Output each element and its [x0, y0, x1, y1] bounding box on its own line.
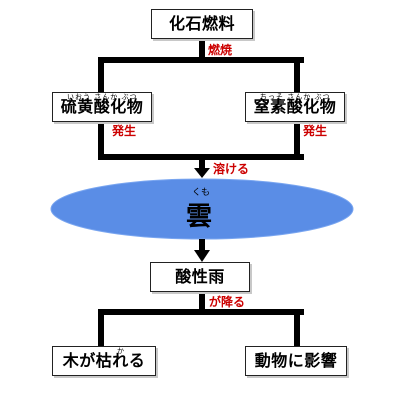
nitrogen-oxide-label: 窒素酸化物	[253, 97, 337, 116]
connector-fuel-split	[98, 57, 304, 63]
sulfur-oxide-box: いおう さんか ぶつ 硫黄酸化物	[52, 92, 152, 122]
animal-impact-label: 動物に影響	[254, 351, 338, 370]
connector-right-down	[294, 120, 300, 160]
connector-bottom-left-drop	[98, 309, 104, 349]
connector-rain-split	[98, 309, 304, 315]
falls-label: が降る	[209, 295, 246, 309]
sulfur-oxide-ruby: いおう さんか ぶつ	[67, 93, 138, 101]
acid-rain-box: 酸性雨	[150, 262, 250, 292]
generation-left-label: 発生	[112, 124, 137, 138]
arrow-to-cloud	[194, 168, 210, 178]
connector-merge-stem	[199, 154, 205, 170]
arrow-to-acid-rain	[194, 250, 210, 262]
trees-wither-label: 木が枯れる	[62, 351, 146, 370]
connector-right-drop	[294, 57, 300, 95]
acid-rain-label: 酸性雨	[175, 267, 225, 286]
animal-impact-box: 動物に影響	[245, 346, 347, 376]
cloud-ruby: くも	[192, 188, 211, 198]
connector-left-drop	[98, 57, 104, 95]
sulfur-oxide-label: 硫黄酸化物	[60, 97, 144, 116]
connector-bottom-right-drop	[294, 309, 300, 349]
trees-wither-ruby: か	[117, 347, 125, 355]
fossil-fuel-label: 化石燃料	[168, 14, 235, 33]
connector-rain-stem	[199, 290, 205, 312]
nitrogen-oxide-ruby: ちっそ さんか ぶつ	[260, 93, 331, 101]
connector-cloud-stem	[199, 239, 205, 251]
combustion-label: 燃焼	[208, 43, 233, 57]
dissolve-label: 溶ける	[213, 162, 250, 176]
fossil-fuel-box: 化石燃料	[151, 9, 253, 39]
cloud-label: 雲	[186, 202, 213, 232]
connector-left-down	[98, 120, 104, 160]
generation-right-label: 発生	[303, 124, 328, 138]
nitrogen-oxide-box: ちっそ さんか ぶつ 窒素酸化物	[245, 92, 345, 122]
trees-wither-box: か 木が枯れる	[52, 346, 156, 376]
connector-fuel-stem	[199, 38, 205, 60]
